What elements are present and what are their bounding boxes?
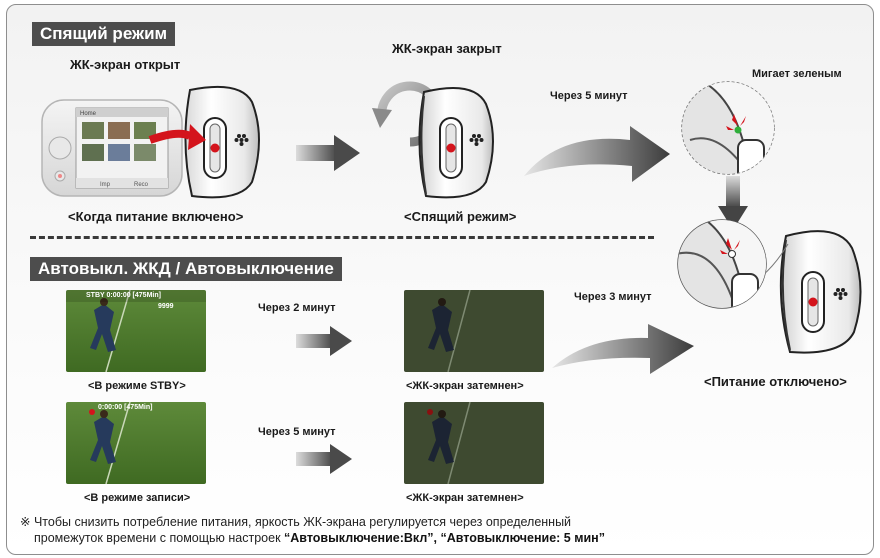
after-5min-bottom-label: Через 5 минут: [258, 426, 336, 438]
lcd-menu-title: Home: [80, 111, 97, 117]
power-off-caption: <Питание отключено>: [704, 374, 847, 389]
record-screen: [66, 402, 206, 484]
lcd-open-label: ЖК-экран открыт: [70, 57, 181, 72]
record-mode-caption: <В режиме записи>: [84, 492, 191, 504]
curved-arrow-bottom: [552, 324, 694, 374]
stby-screen: [66, 290, 206, 372]
arrow-right-1: [296, 135, 360, 171]
lcd-dim-caption-1: <ЖК-экран затемнен>: [406, 380, 524, 392]
lcd-menu-opt2: Reco: [134, 182, 149, 188]
footnote: ※ Чтобы снизить потребление питания, ярк…: [20, 514, 780, 546]
arrow-right-3: [296, 444, 352, 474]
arrow-down: [718, 176, 748, 230]
note-line1: Чтобы снизить потребление питания, яркос…: [33, 515, 572, 529]
stby-dim-screen: [404, 290, 544, 372]
stby-osd-time: STBY 0:00:00 [475Min]: [86, 292, 161, 299]
record-osd-time: 0:00:00 [475Min]: [98, 404, 153, 411]
note-setting2: “Автовыключение: 5 мин”: [440, 531, 605, 545]
led-blink-zoom: [681, 81, 775, 175]
sleep-mode-caption: <Спящий режим>: [404, 209, 517, 224]
camcorder-lcd-open: Home Imp Reco: [41, 85, 260, 199]
after-3min-label: Через 3 минут: [574, 291, 652, 303]
camcorder-power-off: [677, 219, 862, 354]
sleep-mode-header: Спящий режим: [32, 22, 176, 46]
lcd-menu-opt1: Imp: [100, 182, 111, 188]
after-2min-label: Через 2 минут: [258, 302, 336, 314]
note-mark: ※: [20, 515, 31, 529]
record-dim-screen: [404, 402, 544, 484]
blink-green-label: Мигает зеленым: [752, 68, 842, 80]
stby-osd-count: 9999: [158, 303, 174, 310]
curved-arrow-top: [524, 126, 670, 182]
camcorder-lcd-closed: [372, 81, 494, 199]
when-power-on-caption: <Когда питание включено>: [68, 209, 244, 224]
auto-off-header: Автовыкл. ЖКД / Автовыключение: [30, 257, 342, 281]
section-divider: [30, 236, 654, 239]
arrow-right-2: [296, 326, 352, 356]
note-setting1: “Автовыключение:Вкл”,: [284, 531, 441, 545]
lcd-closed-label: ЖК-экран закрыт: [392, 41, 502, 56]
note-line2-prefix: промежуток времени с помощью настроек: [34, 531, 285, 545]
after-5min-top-label: Через 5 минут: [550, 90, 628, 102]
lcd-dim-caption-2: <ЖК-экран затемнен>: [406, 492, 524, 504]
stby-mode-caption: <В режиме STBY>: [88, 380, 186, 392]
